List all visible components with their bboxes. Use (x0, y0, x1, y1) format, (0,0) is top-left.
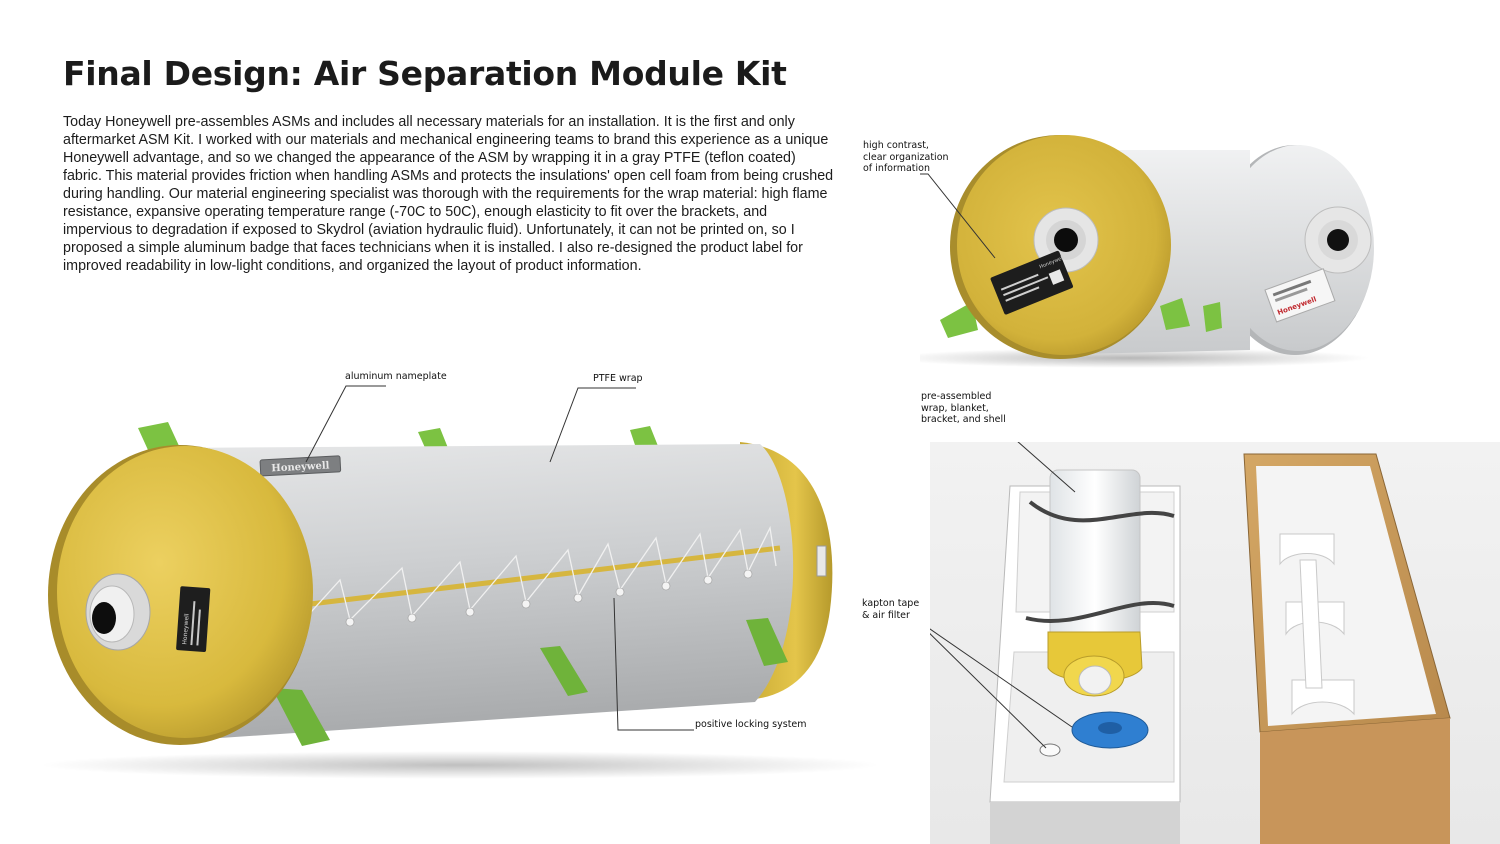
end-cap-render: Honeywell Honeywell (920, 135, 1374, 368)
callout-kapton-tape: kapton tape & air filter (862, 598, 920, 621)
product-label-right: Honeywell (1264, 268, 1336, 323)
aluminum-nameplate: Honeywell (259, 455, 342, 477)
ptfe-wrap (160, 444, 794, 738)
description-paragraph: Today Honeywell pre-assembles ASMs and i… (63, 114, 834, 274)
svg-text:Honeywell: Honeywell (181, 613, 190, 645)
bracket-icon (138, 422, 658, 450)
callout-ptfe-wrap: PTFE wrap (593, 373, 643, 384)
product-label-main: Honeywell (176, 586, 211, 652)
svg-text:Honeywell: Honeywell (271, 460, 330, 474)
callout-locking-system: positive locking system (695, 719, 807, 730)
callout-label-contrast: high contrast, clear organization of inf… (863, 140, 949, 174)
bracket-icon (272, 618, 788, 746)
bracket-icon (940, 298, 1222, 338)
kapton-tape (1039, 743, 1061, 757)
page-title: Final Design: Air Separation Module Kit (63, 54, 787, 93)
asm-cylinder-render: Honeywell Honeywell (40, 385, 880, 779)
product-label-left: Honeywell (990, 250, 1073, 315)
callout-preassembled: pre-assembled wrap, blanket, bracket, an… (921, 391, 1006, 425)
callout-nameplate: aluminum nameplate (345, 371, 447, 382)
packaging-kit-render (930, 442, 1451, 844)
